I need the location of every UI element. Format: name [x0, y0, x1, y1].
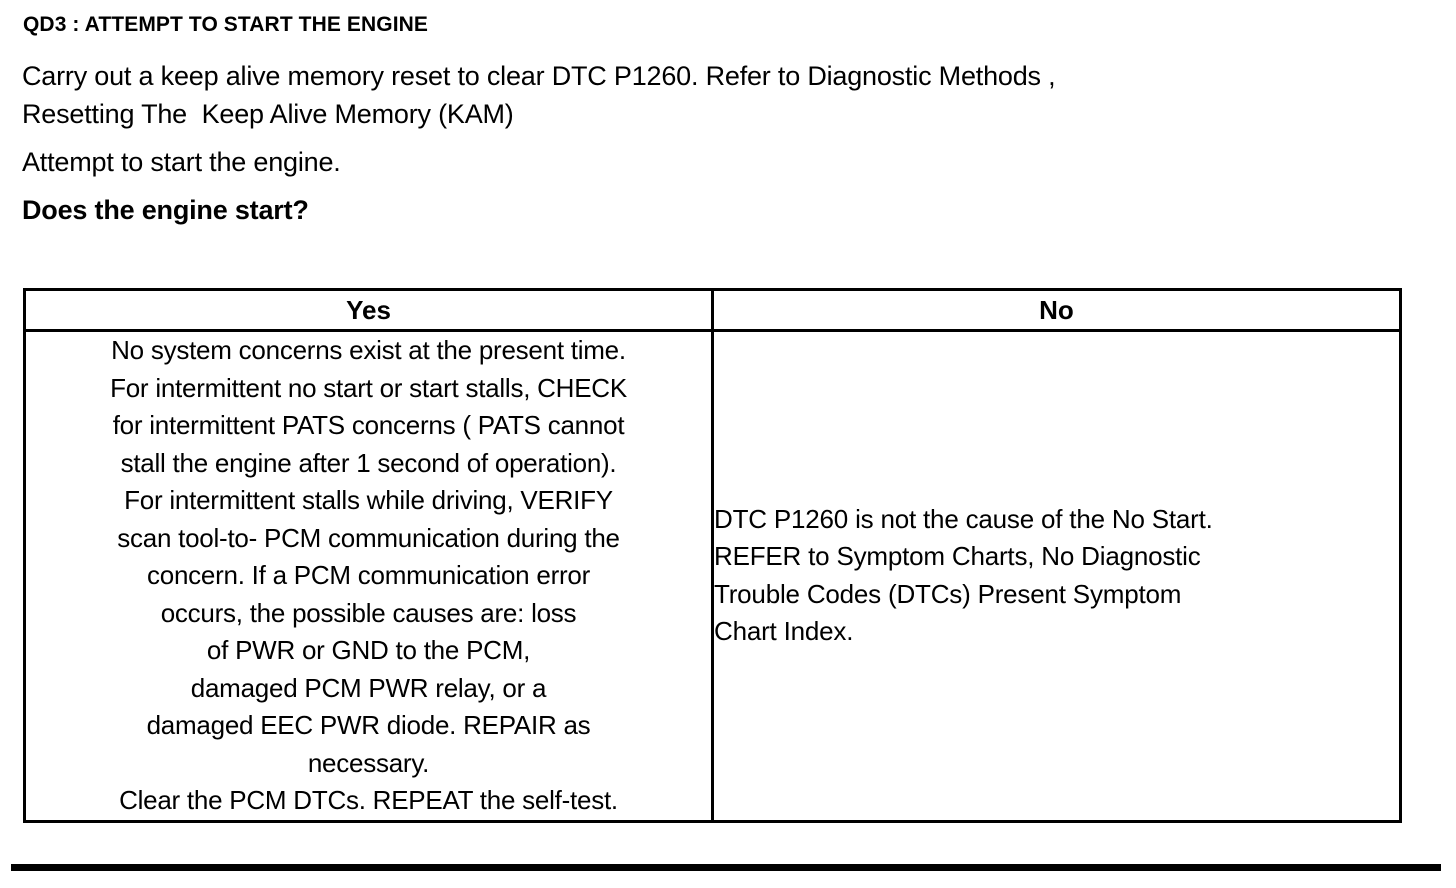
- table-row: No system concerns exist at the present …: [23, 329, 1402, 823]
- footer-divider: [11, 864, 1441, 871]
- cell-yes-action: No system concerns exist at the present …: [23, 329, 714, 823]
- page-title: QD3 : ATTEMPT TO START THE ENGINE: [23, 13, 429, 36]
- column-header-no: No: [711, 288, 1402, 332]
- instruction-paragraph-1: Carry out a keep alive memory reset to c…: [22, 61, 1056, 129]
- table-header-row: Yes No: [23, 288, 1402, 332]
- instruction-paragraph-2: Attempt to start the engine.: [22, 147, 341, 177]
- cell-no-action: DTC P1260 is not the cause of the No Sta…: [711, 329, 1402, 823]
- decision-question: Does the engine start?: [22, 195, 309, 225]
- column-header-yes: Yes: [23, 288, 714, 332]
- decision-table: Yes No No system concerns exist at the p…: [23, 288, 1402, 823]
